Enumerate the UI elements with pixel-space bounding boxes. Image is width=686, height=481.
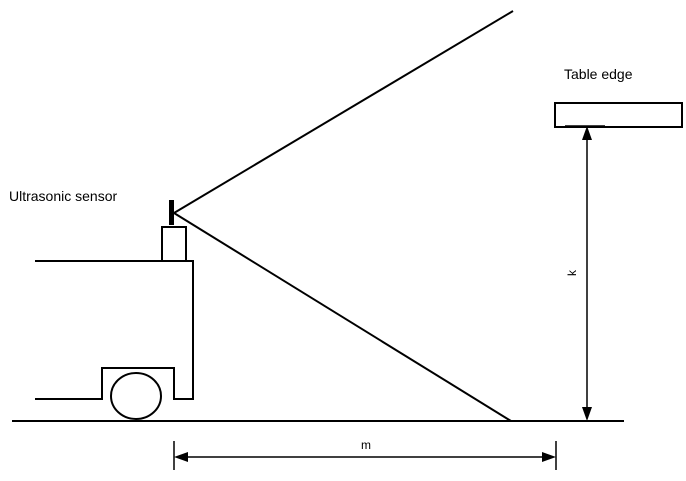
height-arrow-down bbox=[582, 407, 592, 421]
table-edge-block bbox=[554, 102, 683, 128]
cone-lower-edge bbox=[173, 212, 512, 422]
sensor-mount bbox=[161, 226, 187, 262]
distance-arrow-left bbox=[174, 452, 188, 462]
sensor-label: Ultrasonic sensor bbox=[9, 188, 117, 204]
robot-wheel bbox=[110, 372, 162, 420]
table-edge-label: Table edge bbox=[564, 66, 633, 82]
cone-upper-edge bbox=[173, 10, 514, 214]
height-arrow-up bbox=[582, 126, 592, 140]
distance-label: m bbox=[361, 438, 371, 452]
ultrasonic-sensor bbox=[169, 200, 174, 225]
height-label: k bbox=[565, 269, 579, 276]
robot-body bbox=[35, 260, 194, 400]
distance-arrow-right bbox=[542, 452, 556, 462]
